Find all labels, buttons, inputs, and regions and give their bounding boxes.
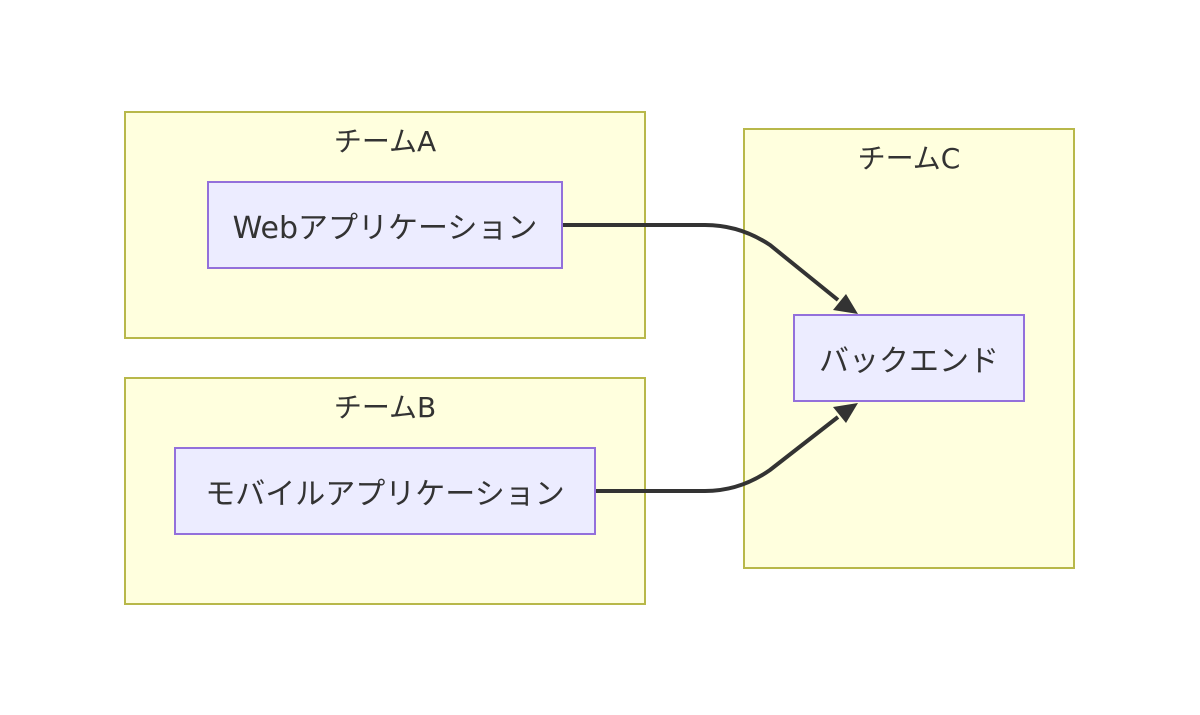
- edge-web-to-backend: [563, 223, 840, 302]
- node-mobile-app-label: モバイルアプリケーション: [205, 477, 565, 512]
- cluster-team-a-label: チームA: [333, 125, 437, 158]
- cluster-team-b-label: チームB: [333, 391, 437, 424]
- node-web-app[interactable]: Webアプリケーション: [207, 181, 563, 269]
- arrowhead-mobile-to-backend: [833, 403, 858, 423]
- arrowhead-web-to-backend: [833, 294, 858, 314]
- node-web-app-label: Webアプリケーション: [232, 211, 538, 246]
- node-backend[interactable]: バックエンド: [793, 314, 1025, 402]
- edge-mobile-to-backend: [596, 415, 840, 493]
- node-mobile-app[interactable]: モバイルアプリケーション: [174, 447, 596, 535]
- cluster-team-c-label: チームC: [857, 142, 961, 175]
- node-backend-label: バックエンド: [819, 344, 999, 379]
